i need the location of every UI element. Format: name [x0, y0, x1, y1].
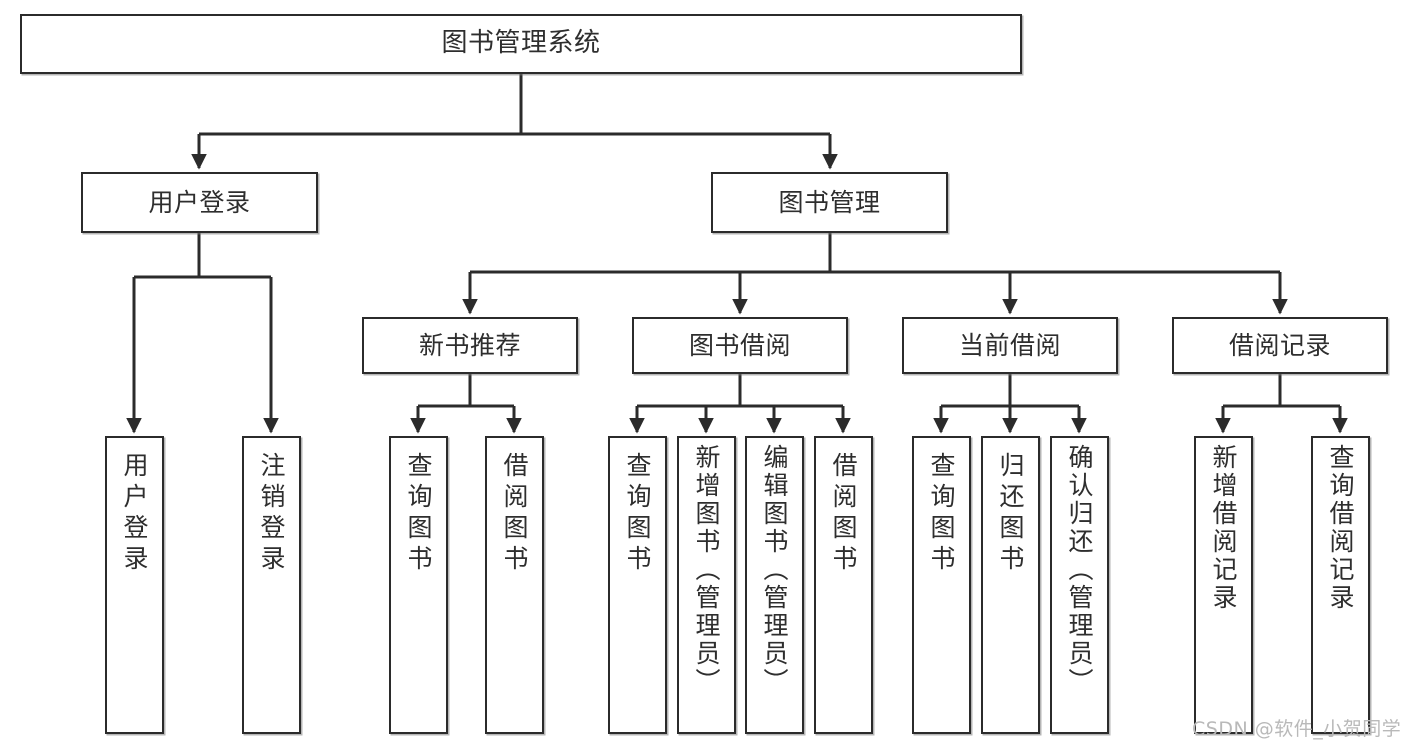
node-label: 查询图书	[404, 452, 433, 576]
node-book-borrowing[interactable]: 图书借阅	[632, 317, 848, 374]
leaf-borrow-books-recommend[interactable]: 借阅图书	[485, 436, 544, 734]
leaf-return-books[interactable]: 归还图书	[981, 436, 1040, 734]
leaf-add-borrow-record[interactable]: 新增借阅记录	[1194, 436, 1253, 734]
node-new-book-recommendation[interactable]: 新书推荐	[362, 317, 578, 374]
node-label: 当前借阅	[958, 330, 1061, 360]
node-label: 查询图书	[927, 452, 956, 576]
leaf-borrow-books[interactable]: 借阅图书	[814, 436, 873, 734]
leaf-query-books-recommend[interactable]: 查询图书	[389, 436, 448, 734]
node-label: 新书推荐	[418, 330, 521, 360]
node-label: 图书借阅	[688, 330, 791, 360]
node-label: 新增借阅记录	[1209, 444, 1238, 612]
node-book-management[interactable]: 图书管理	[711, 172, 948, 233]
node-label: 图书管理	[778, 187, 881, 217]
node-label: 归还图书	[996, 452, 1025, 576]
leaf-user-login[interactable]: 用户登录	[105, 436, 164, 734]
csdn-watermark: CSDN @软件_小贺同学	[1192, 718, 1402, 740]
node-label: 借阅图书	[829, 452, 858, 576]
node-borrowing-records[interactable]: 借阅记录	[1172, 317, 1388, 374]
leaf-query-books-borrow[interactable]: 查询图书	[608, 436, 667, 734]
node-label: 确认归还（管理员）	[1065, 444, 1094, 696]
node-label: 借阅记录	[1228, 330, 1331, 360]
node-root-book-management-system[interactable]: 图书管理系统	[20, 14, 1022, 74]
leaf-logout[interactable]: 注销登录	[242, 436, 301, 734]
node-label: 借阅图书	[500, 452, 529, 576]
node-user-login[interactable]: 用户登录	[81, 172, 318, 233]
leaf-query-borrow-record[interactable]: 查询借阅记录	[1311, 436, 1370, 734]
leaf-query-books-current[interactable]: 查询图书	[912, 436, 971, 734]
node-label: 图书管理系统	[441, 28, 601, 59]
node-current-borrowing[interactable]: 当前借阅	[902, 317, 1118, 374]
node-label: 编辑图书（管理员）	[760, 444, 789, 696]
node-label: 用户登录	[148, 187, 251, 217]
leaf-confirm-return-admin[interactable]: 确认归还（管理员）	[1050, 436, 1109, 734]
leaf-edit-book-admin[interactable]: 编辑图书（管理员）	[745, 436, 804, 734]
node-label: 用户登录	[120, 452, 149, 576]
node-label: 新增图书（管理员）	[692, 444, 721, 696]
leaf-add-book-admin[interactable]: 新增图书（管理员）	[677, 436, 736, 734]
node-label: 注销登录	[257, 452, 286, 576]
node-label: 查询图书	[623, 452, 652, 576]
node-label: 查询借阅记录	[1326, 444, 1355, 612]
